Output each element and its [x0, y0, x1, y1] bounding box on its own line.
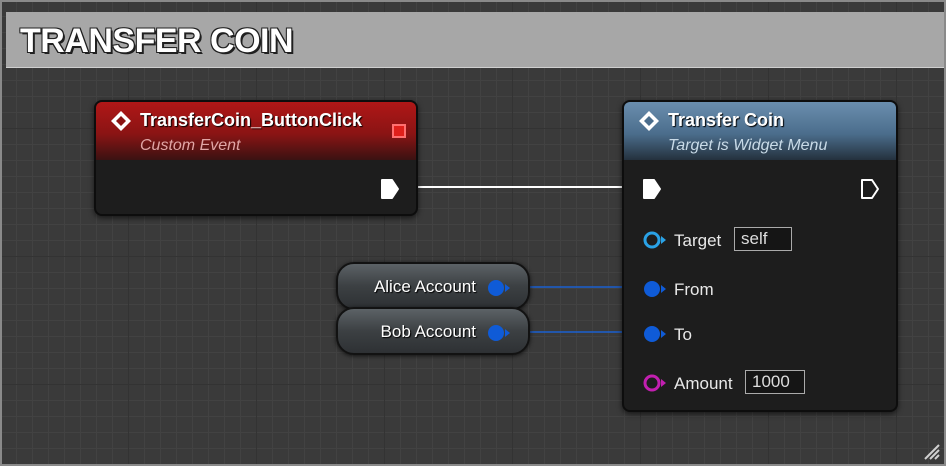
to-label: To	[674, 325, 692, 344]
bob-account-variable[interactable]: Bob Account	[336, 307, 530, 355]
alice-account-pin-icon[interactable]	[486, 278, 512, 298]
alice-account-label: Alice Account	[373, 277, 476, 296]
amount-pin-icon[interactable]	[642, 373, 668, 393]
exec-out-icon[interactable]	[860, 178, 880, 200]
event-exec-out-icon[interactable]	[380, 178, 400, 200]
amount-label: Amount	[674, 374, 733, 393]
function-diamond-icon	[639, 111, 659, 131]
target-input[interactable]: self	[734, 227, 792, 251]
comment-title: TRANSFER COIN	[20, 22, 294, 60]
transfer-coin-header[interactable]: Transfer Coin Target is Widget Menu	[624, 102, 896, 160]
bob-account-label: Bob Account	[380, 322, 476, 341]
alice-account-variable[interactable]: Alice Account	[336, 262, 530, 310]
transfer-coin-title: Transfer Coin	[668, 110, 785, 130]
event-diamond-icon	[111, 111, 131, 131]
from-pin-icon[interactable]	[642, 279, 668, 299]
stop-icon	[392, 124, 406, 138]
amount-input[interactable]: 1000	[745, 370, 805, 394]
transfer-coin-subtitle: Target is Widget Menu	[668, 137, 828, 154]
event-node-subtitle: Custom Event	[140, 137, 241, 154]
resize-grip-icon[interactable]	[922, 442, 940, 460]
event-node-title: TransferCoin_ButtonClick	[140, 110, 363, 130]
target-label: Target	[674, 231, 722, 250]
target-pin-icon[interactable]	[642, 230, 668, 250]
event-node-header[interactable]: TransferCoin_ButtonClick Custom Event	[96, 102, 416, 160]
comment-header[interactable]: TRANSFER COIN	[6, 12, 944, 68]
event-node[interactable]: TransferCoin_ButtonClick Custom Event	[94, 100, 418, 216]
from-label: From	[674, 280, 714, 299]
exec-in-icon[interactable]	[642, 178, 662, 200]
to-pin-icon[interactable]	[642, 324, 668, 344]
bob-account-pin-icon[interactable]	[486, 323, 512, 343]
transfer-coin-node[interactable]: Transfer Coin Target is Widget Menu Targ…	[622, 100, 898, 412]
